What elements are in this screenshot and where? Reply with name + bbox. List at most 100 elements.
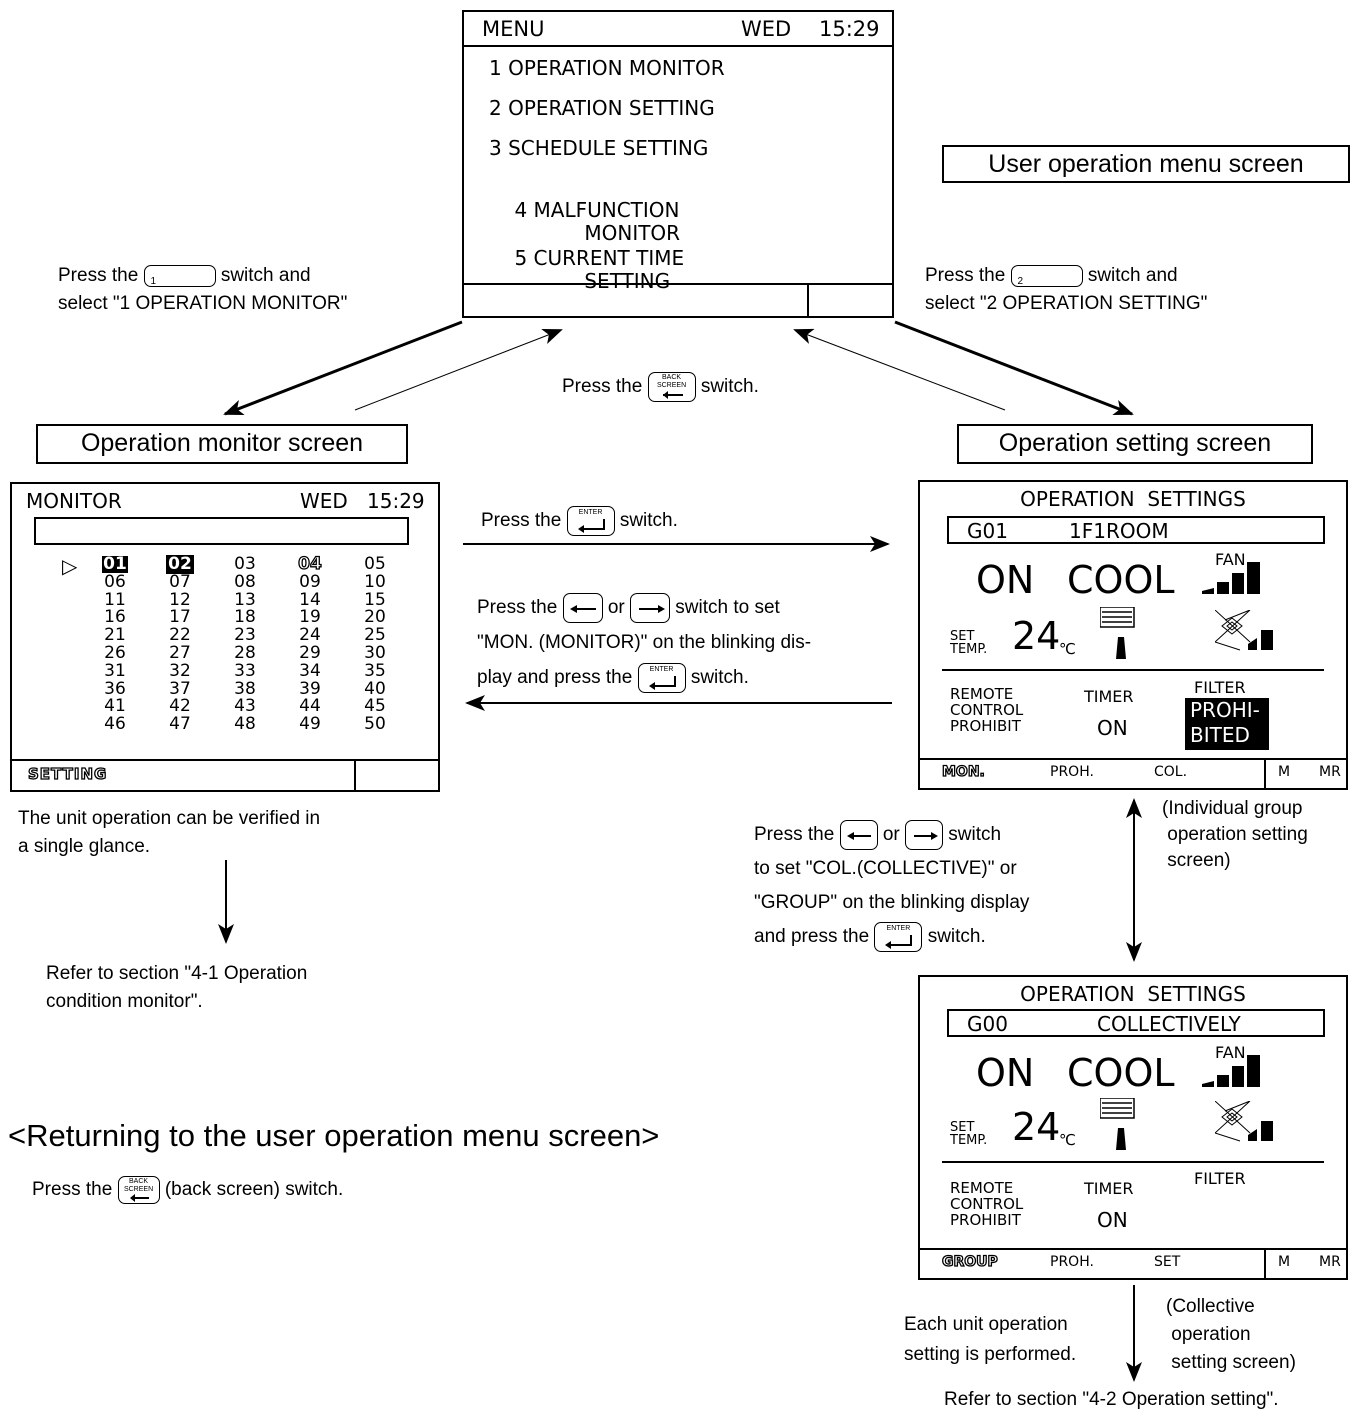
monitor-footer-setting[interactable]: SETTING	[27, 764, 108, 783]
menu-item-2[interactable]: 2 OPERATION SETTING	[489, 96, 715, 120]
unit-cell[interactable]: 37	[169, 678, 191, 699]
col-instruction: Press the or switch to set "COL.(COLLECT…	[754, 818, 1029, 954]
unit-cell[interactable]: 34	[299, 660, 321, 681]
unit-cell[interactable]: 47	[169, 714, 191, 735]
unit-cell[interactable]: 18	[234, 607, 256, 628]
left-key[interactable]	[562, 592, 603, 623]
setting2-footer-set[interactable]: SET	[1154, 1254, 1181, 1270]
right-key[interactable]	[630, 592, 671, 623]
unit-cell[interactable]: 31	[104, 660, 126, 681]
unit-cell[interactable]: 49	[299, 714, 321, 735]
unit-cell[interactable]: 29	[299, 643, 321, 663]
setting1-footer-mon[interactable]: MON.	[941, 763, 985, 780]
left-key-2[interactable]	[839, 819, 878, 850]
unit-cell[interactable]: 33	[234, 660, 256, 681]
unit-cell[interactable]: 48	[234, 714, 256, 735]
unit-cell[interactable]: 17	[169, 607, 191, 628]
menu-item-3[interactable]: 3 SCHEDULE SETTING	[489, 136, 709, 160]
enter-key[interactable]: ENTER	[566, 506, 615, 536]
menu-item-1[interactable]: 1 OPERATION MONITOR	[489, 56, 725, 80]
setting1-filter-value[interactable]: PROHI- BITED	[1185, 698, 1269, 750]
setting2-timer-value[interactable]: ON	[1097, 1208, 1128, 1232]
refer-41-text: Refer to section "4-1 Operation conditio…	[46, 963, 308, 1012]
verified-text: The unit operation can be verified in a …	[18, 808, 321, 857]
menu-item-4[interactable]: 4 MALFUNCTION MONITOR	[514, 198, 681, 245]
unit-cell[interactable]: 21	[104, 625, 126, 646]
setting1-status[interactable]: ON	[976, 558, 1035, 602]
unit-cell[interactable]: 44	[299, 696, 321, 717]
unit-cell[interactable]: 27	[169, 643, 191, 663]
unit-cell[interactable]: 26	[104, 643, 126, 663]
setting1-footer-col[interactable]: COL.	[1154, 764, 1188, 780]
unit-cell[interactable]: 42	[169, 696, 191, 717]
setting1-footer-proh[interactable]: PROH.	[1050, 764, 1094, 780]
unit-cell[interactable]: 30	[364, 643, 386, 663]
setting2-footer-group[interactable]: GROUP	[941, 1253, 998, 1270]
unit-cell[interactable]: 10	[364, 571, 386, 592]
enter-key-3[interactable]: ENTER	[874, 921, 923, 952]
unit-cell[interactable]: 19	[299, 607, 321, 628]
setting2-mode[interactable]: COOL	[1067, 1051, 1175, 1095]
unit-cell[interactable]: 25	[364, 625, 386, 646]
press-1-instruction: Press the 1 switch and select "1 OPERATI…	[58, 264, 348, 314]
unit-cell[interactable]: 14	[299, 589, 321, 610]
unit-cell[interactable]: 28	[234, 643, 256, 663]
unit-cell[interactable]: 43	[234, 696, 256, 717]
returning-instruction: Press the BACK SCREEN (back screen) swit…	[32, 1176, 343, 1204]
unit-cell[interactable]: 11	[104, 589, 126, 610]
setting1-remote[interactable]: REMOTE CONTROL PROHIBIT	[950, 685, 1024, 735]
unit-cell[interactable]: 15	[364, 589, 386, 610]
unit-cell[interactable]: 39	[299, 678, 321, 699]
unit-cell[interactable]: 04	[298, 554, 323, 574]
unit-cell[interactable]: 05	[364, 554, 386, 574]
unit-cell[interactable]: 08	[234, 571, 256, 592]
back-screen-key[interactable]: BACK SCREEN	[647, 372, 696, 402]
unit-cell[interactable]: 02	[166, 554, 194, 574]
unit-cell[interactable]: 22	[169, 625, 191, 646]
unit-cell[interactable]: 23	[234, 625, 256, 646]
setting2-footer-m[interactable]: M	[1278, 1254, 1291, 1270]
setting1-mode[interactable]: COOL	[1067, 558, 1175, 602]
unit-cell[interactable]: 46	[104, 714, 126, 735]
unit-cell[interactable]: 01	[102, 554, 128, 574]
back-arrow-icon	[662, 391, 683, 399]
setting2-footer-proh[interactable]: PROH.	[1050, 1254, 1094, 1270]
unit-cell[interactable]: 09	[299, 571, 321, 592]
unit-cell[interactable]: 50	[364, 714, 386, 735]
op-setting-label: Operation setting screen	[957, 424, 1313, 464]
arrow-monitor-to-menu	[354, 329, 563, 411]
unit-cell[interactable]: 45	[364, 696, 386, 717]
setting1-footer-mr[interactable]: MR	[1319, 764, 1341, 780]
unit-cell[interactable]: 24	[299, 625, 321, 646]
setting1-title: OPERATION SETTINGS	[1020, 487, 1246, 511]
enter-key-2[interactable]: ENTER	[637, 662, 686, 693]
setting1-temp[interactable]: 24	[1012, 614, 1061, 658]
setting1-timer-value[interactable]: ON	[1097, 716, 1128, 740]
setting1-footer-m[interactable]: M	[1278, 764, 1291, 780]
unit-cell[interactable]: 07	[169, 571, 191, 592]
unit-cell[interactable]: 03	[234, 554, 256, 574]
unit-cell[interactable]: 12	[169, 589, 191, 610]
unit-cell[interactable]: 06	[104, 571, 126, 592]
unit-cell[interactable]: 20	[364, 607, 386, 628]
menu-time: 15:29	[819, 17, 880, 41]
user-menu-label: User operation menu screen	[942, 145, 1350, 183]
setting2-temp[interactable]: 24	[1012, 1105, 1061, 1149]
unit-cell[interactable]: 38	[234, 678, 256, 699]
setting2-footer-mr[interactable]: MR	[1319, 1254, 1341, 1270]
unit-cell[interactable]: 16	[104, 607, 126, 628]
unit-cell[interactable]: 35	[364, 660, 386, 681]
unit-cell[interactable]: 13	[234, 589, 256, 610]
key-2-button[interactable]: 2	[1010, 264, 1083, 287]
right-key-2[interactable]	[905, 819, 944, 850]
back-screen-key-2[interactable]: BACK SCREEN	[117, 1176, 160, 1204]
unit-cell[interactable]: 36	[104, 678, 126, 699]
menu-item-5[interactable]: 5 CURRENT TIME SETTING	[514, 246, 685, 293]
unit-cell[interactable]: 41	[104, 696, 126, 717]
setting2-status[interactable]: ON	[976, 1051, 1035, 1095]
setting2-remote[interactable]: REMOTE CONTROL PROHIBIT	[950, 1179, 1024, 1229]
individual-label: (Individual group operation setting scre…	[1162, 798, 1308, 871]
unit-cell[interactable]: 32	[169, 660, 191, 681]
unit-cell[interactable]: 40	[364, 678, 386, 699]
key-1-button[interactable]: 1	[143, 264, 216, 287]
